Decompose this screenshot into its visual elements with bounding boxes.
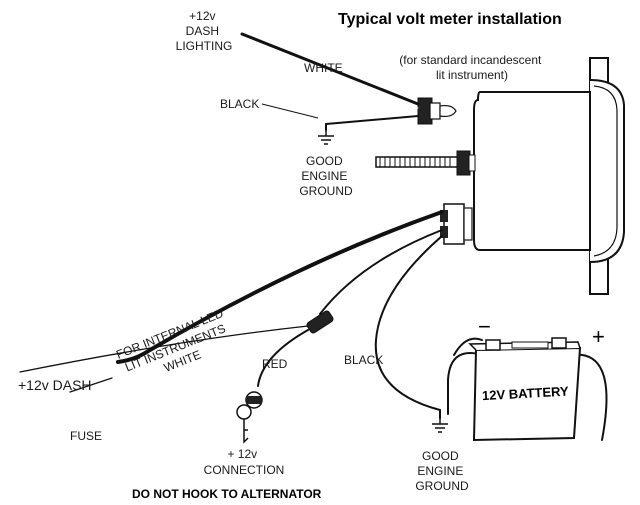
- wire-connector: [440, 203, 473, 245]
- battery-positive-sign: +: [592, 324, 605, 349]
- bulb-socket: [417, 97, 457, 125]
- battery-icon: [468, 337, 582, 442]
- red-wire-to-key: [257, 329, 309, 387]
- wiring: [19, 32, 608, 441]
- connection-12v-label: + 12v CONNECTION: [204, 447, 285, 477]
- black-wire-bottom: [374, 235, 443, 419]
- ignition-key-icon: [236, 391, 263, 444]
- internal-led-label: FOR INTERNAL LED LIT INSTRUMENTS WHITE: [114, 305, 240, 390]
- gauge-housing: [473, 57, 625, 295]
- white-wire-label: WHITE: [304, 61, 343, 75]
- dash-lighting-white-wire: [240, 32, 420, 106]
- warning-text: DO NOT HOOK TO ALTERNATOR: [132, 487, 322, 501]
- incandescent-note: (for standard incandescent lit instrumen…: [399, 53, 544, 82]
- diagram-title: Typical volt meter installation: [338, 11, 562, 28]
- red-wire-label: RED: [262, 357, 288, 371]
- dash-12v-wire: [19, 325, 309, 373]
- fuse-holder: [306, 310, 334, 334]
- internal-led-white-wire: [116, 210, 444, 364]
- ground-label-top: GOOD ENGINE GROUND: [299, 154, 353, 198]
- red-wire-to-fuse: [319, 229, 443, 315]
- black-wire-label-bottom: BLACK: [344, 353, 383, 367]
- battery-label: 12V BATTERY: [482, 384, 570, 404]
- dash-lighting-label: +12v DASH LIGHTING: [176, 9, 233, 53]
- ground-symbol-top: [318, 128, 334, 145]
- black-wire-label-top: BLACK: [220, 97, 259, 111]
- ground-symbol-bottom: [432, 416, 448, 433]
- black-ground-wire-top: [325, 115, 419, 125]
- battery-negative-sign: −: [478, 314, 491, 339]
- fuse-label: FUSE: [70, 429, 102, 443]
- ground-label-bottom: GOOD ENGINE GROUND: [415, 449, 469, 493]
- dash-12v-label: +12v DASH: [18, 377, 92, 393]
- stud-bolt: [375, 150, 476, 176]
